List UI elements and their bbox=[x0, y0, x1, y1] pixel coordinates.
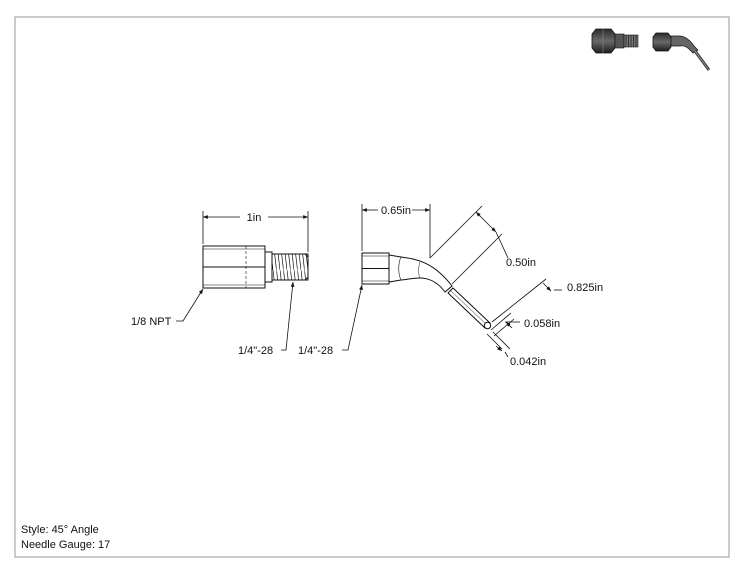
dim-needle-od-label: 0.058in bbox=[524, 318, 560, 330]
note-gauge: Needle Gauge: 17 bbox=[21, 539, 111, 551]
callout-adapter-thread-leader bbox=[281, 281, 295, 351]
callout-adapter-thread-label: 1/4"-28 bbox=[238, 345, 273, 357]
dim-needle-id bbox=[486, 331, 511, 358]
callout-hub-thread-label: 1/4"-28 bbox=[298, 345, 333, 357]
bent-needle-thumbnail-icon bbox=[652, 32, 711, 71]
needle-bent-sleeve bbox=[388, 254, 453, 293]
note-style: Style: 45° Angle bbox=[21, 524, 99, 536]
adapter-drawing bbox=[202, 245, 309, 289]
adapter-thumbnail-icon bbox=[591, 28, 639, 54]
dim-adapter-length-label: 1in bbox=[247, 212, 262, 224]
adapter-thread bbox=[271, 253, 309, 281]
sheet-border bbox=[14, 16, 730, 558]
dim-bend-length-label: 0.50in bbox=[506, 257, 536, 269]
dim-hub-length bbox=[361, 204, 431, 258]
drawing-notes: Style: 45° Angle Needle Gauge: 17 bbox=[21, 523, 110, 553]
dim-bend-length bbox=[429, 205, 509, 285]
dim-needle-od bbox=[490, 312, 520, 337]
callout-hub-thread-leader bbox=[342, 284, 363, 351]
callout-npt-label: 1/8 NPT bbox=[131, 316, 172, 328]
callout-npt-leader bbox=[176, 288, 204, 322]
dim-needle-id-label: 0.042in bbox=[510, 356, 546, 368]
dim-needle-length-label: 0.825in bbox=[567, 282, 603, 294]
dim-hub-length-label: 0.65in bbox=[381, 205, 411, 217]
dim-needle-length bbox=[491, 278, 562, 323]
dim-adapter-length bbox=[202, 211, 309, 252]
needle-drawing bbox=[361, 252, 492, 330]
